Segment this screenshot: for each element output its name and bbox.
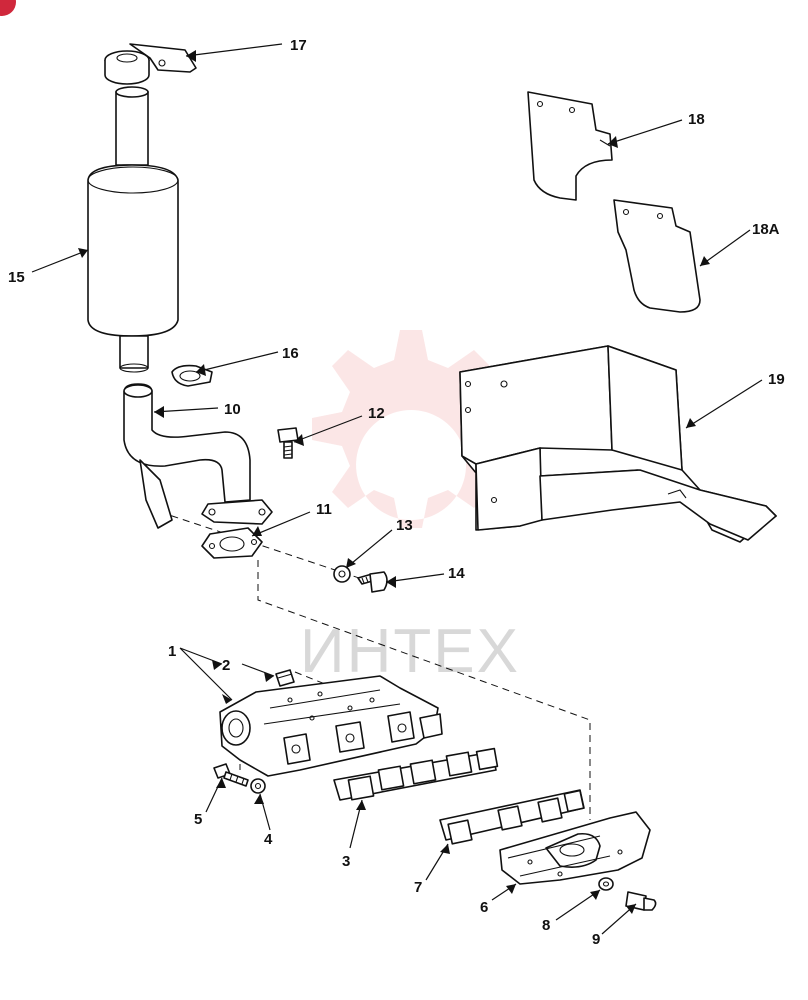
callout-5: 5: [194, 811, 202, 828]
callout-8: 8: [542, 917, 550, 934]
corner-badge: [0, 0, 16, 16]
part-6-exhaust-manifold: [499, 811, 651, 885]
watermark-text: ИНТЕХ: [300, 617, 520, 686]
part-13-washer: [333, 565, 351, 583]
callout-10: 10: [224, 401, 241, 418]
callout-4: 4: [264, 831, 273, 848]
part-19-shield: [459, 345, 777, 543]
callout-labels: 17 18 18A 15 16 19 10 12 11 13 14 1 2 5 …: [8, 37, 785, 948]
callout-19: 19: [768, 371, 785, 388]
part-17-rain-cap: [104, 43, 197, 85]
callout-6: 6: [480, 899, 488, 916]
callout-7: 7: [414, 879, 422, 896]
callout-13: 13: [396, 517, 413, 534]
callout-2: 2: [222, 657, 230, 674]
callout-3: 3: [342, 853, 350, 870]
callout-1: 1: [168, 643, 176, 660]
part-18-heat-shield: [527, 91, 613, 201]
part-14-cap-screw: [357, 571, 388, 593]
callout-12: 12: [368, 405, 385, 422]
part-16-clamp: [171, 364, 213, 387]
part-11-gasket: [201, 527, 263, 559]
part-18a-heat-shield: [613, 199, 701, 313]
callout-9: 9: [592, 931, 600, 948]
callout-18: 18: [688, 111, 705, 128]
callout-15: 15: [8, 269, 25, 286]
part-15-muffler: [87, 86, 179, 373]
leader-lines: [31, 43, 763, 935]
callout-11: 11: [316, 501, 332, 518]
callout-16: 16: [282, 345, 299, 362]
part-12-bolt: [277, 427, 299, 459]
callout-14: 14: [448, 565, 465, 582]
callout-17: 17: [290, 37, 307, 54]
part-8-lock-washer: [598, 877, 614, 891]
part-7-gasket: [439, 789, 585, 845]
part-3-gasket: [333, 747, 499, 801]
part-5-bolt: [213, 763, 249, 787]
part-4-washer: [250, 778, 266, 794]
callout-18a: 18A: [752, 221, 780, 238]
part-10-exhaust-elbow: [123, 383, 273, 529]
part-1-manifold: [219, 675, 443, 777]
part-2-plug: [275, 669, 295, 687]
